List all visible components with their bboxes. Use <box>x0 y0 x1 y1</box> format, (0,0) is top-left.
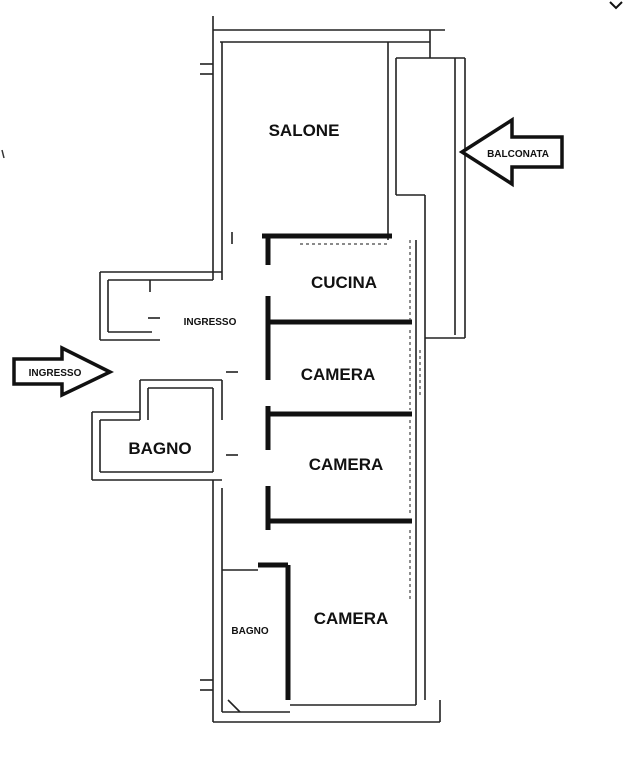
arrow-left-icon <box>458 116 564 188</box>
room-label-camera-3: CAMERA <box>314 609 389 628</box>
outer-walls <box>91 16 466 723</box>
room-label-salone: SALONE <box>269 121 340 140</box>
balconata-arrow-label: BALCONATA <box>487 149 549 160</box>
room-label-cucina: CUCINA <box>311 273 377 292</box>
ingresso-arrow: INGRESSO <box>12 345 114 398</box>
room-label-camera-2: CAMERA <box>309 455 384 474</box>
wall-ticks <box>148 63 421 713</box>
room-label-bagno-small: BAGNO <box>231 626 268 637</box>
room-label-ingresso: INGRESSO <box>184 317 237 328</box>
arrow-right-icon <box>12 345 114 398</box>
scan-marks <box>1 1 623 159</box>
room-label-bagno-main: BAGNO <box>128 439 191 458</box>
room-label-camera-1: CAMERA <box>301 365 376 384</box>
balconata-arrow: BALCONATA <box>458 116 564 188</box>
ingresso-arrow-label: INGRESSO <box>29 368 82 379</box>
interior-walls <box>222 233 412 700</box>
